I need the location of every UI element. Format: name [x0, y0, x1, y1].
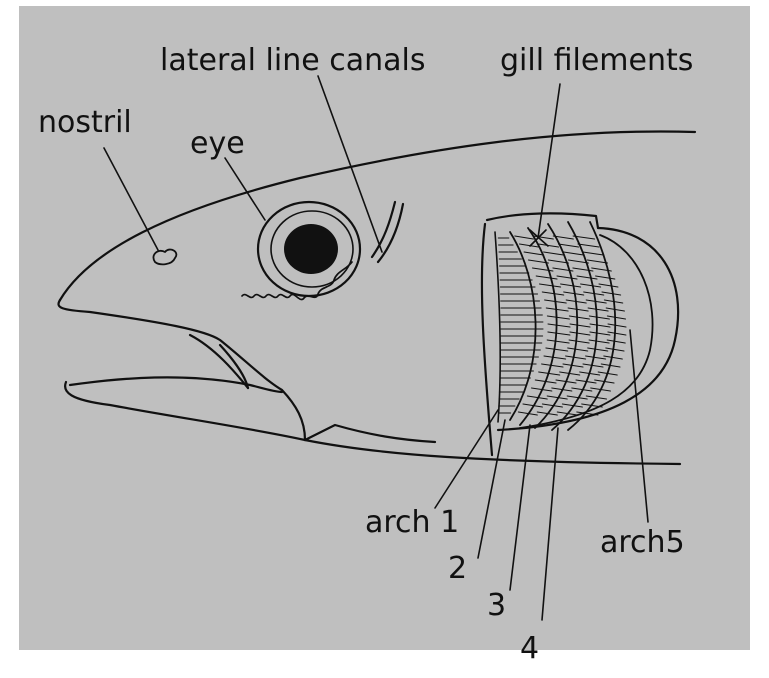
label-arch3: 3	[487, 588, 506, 623]
label-nostril: nostril	[38, 105, 132, 140]
eye-pupil	[284, 224, 338, 274]
label-arch2: 2	[448, 551, 467, 586]
label-arch5: arch5	[600, 525, 685, 560]
label-eye: eye	[190, 126, 245, 161]
label-arch4: 4	[520, 631, 539, 666]
label-arch1: arch 1	[365, 505, 459, 540]
label-gill-filaments: gill filements	[500, 43, 693, 78]
label-lateral-line-canals: lateral line canals	[160, 43, 425, 78]
